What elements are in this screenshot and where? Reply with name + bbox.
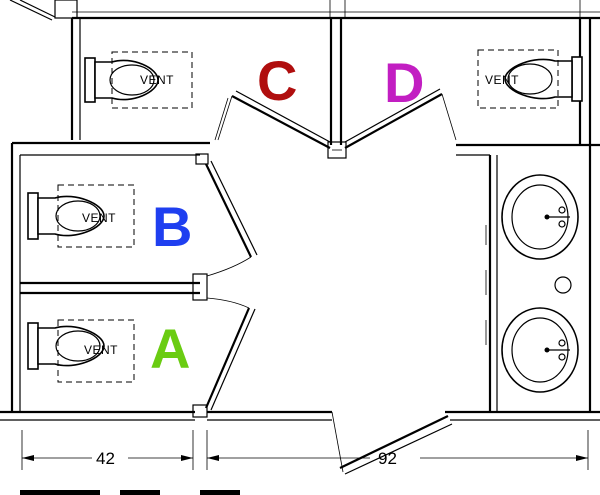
upper-stalls-walls [70,0,600,145]
toilet-c: VENT [84,51,193,109]
partition-b-a [20,281,200,295]
toilet-a: VENT [27,319,135,383]
sink-upper [501,174,579,260]
left-outer-wall [10,143,21,412]
vent-label-a: VENT [84,343,118,357]
toilet-d: VENT [477,49,583,109]
mid-horizontal-walls [12,141,600,156]
vent-label-d: VENT [485,73,519,87]
vent-label-b: VENT [82,211,116,225]
vent-label-c: VENT [140,73,174,87]
bottom-cropped-marks [20,490,240,495]
dimension-left: 42 [96,449,115,468]
stall-label-a: A [150,317,190,380]
sink-counter [485,145,592,412]
stall-label-d: D [384,51,424,114]
dimension-right: 92 [378,449,397,468]
doors-b-a [192,153,258,418]
dimension-lines [21,430,589,470]
stall-label-c: C [257,49,297,112]
stall-label-b: B [152,195,192,258]
bottom-wall [0,410,600,421]
toilet-b: VENT [27,184,135,248]
doors-c-d [214,88,457,159]
entry-door [331,411,453,475]
soap-dispenser [554,276,572,294]
top-left-corner-detail [9,0,78,21]
sink-lower [501,307,579,393]
